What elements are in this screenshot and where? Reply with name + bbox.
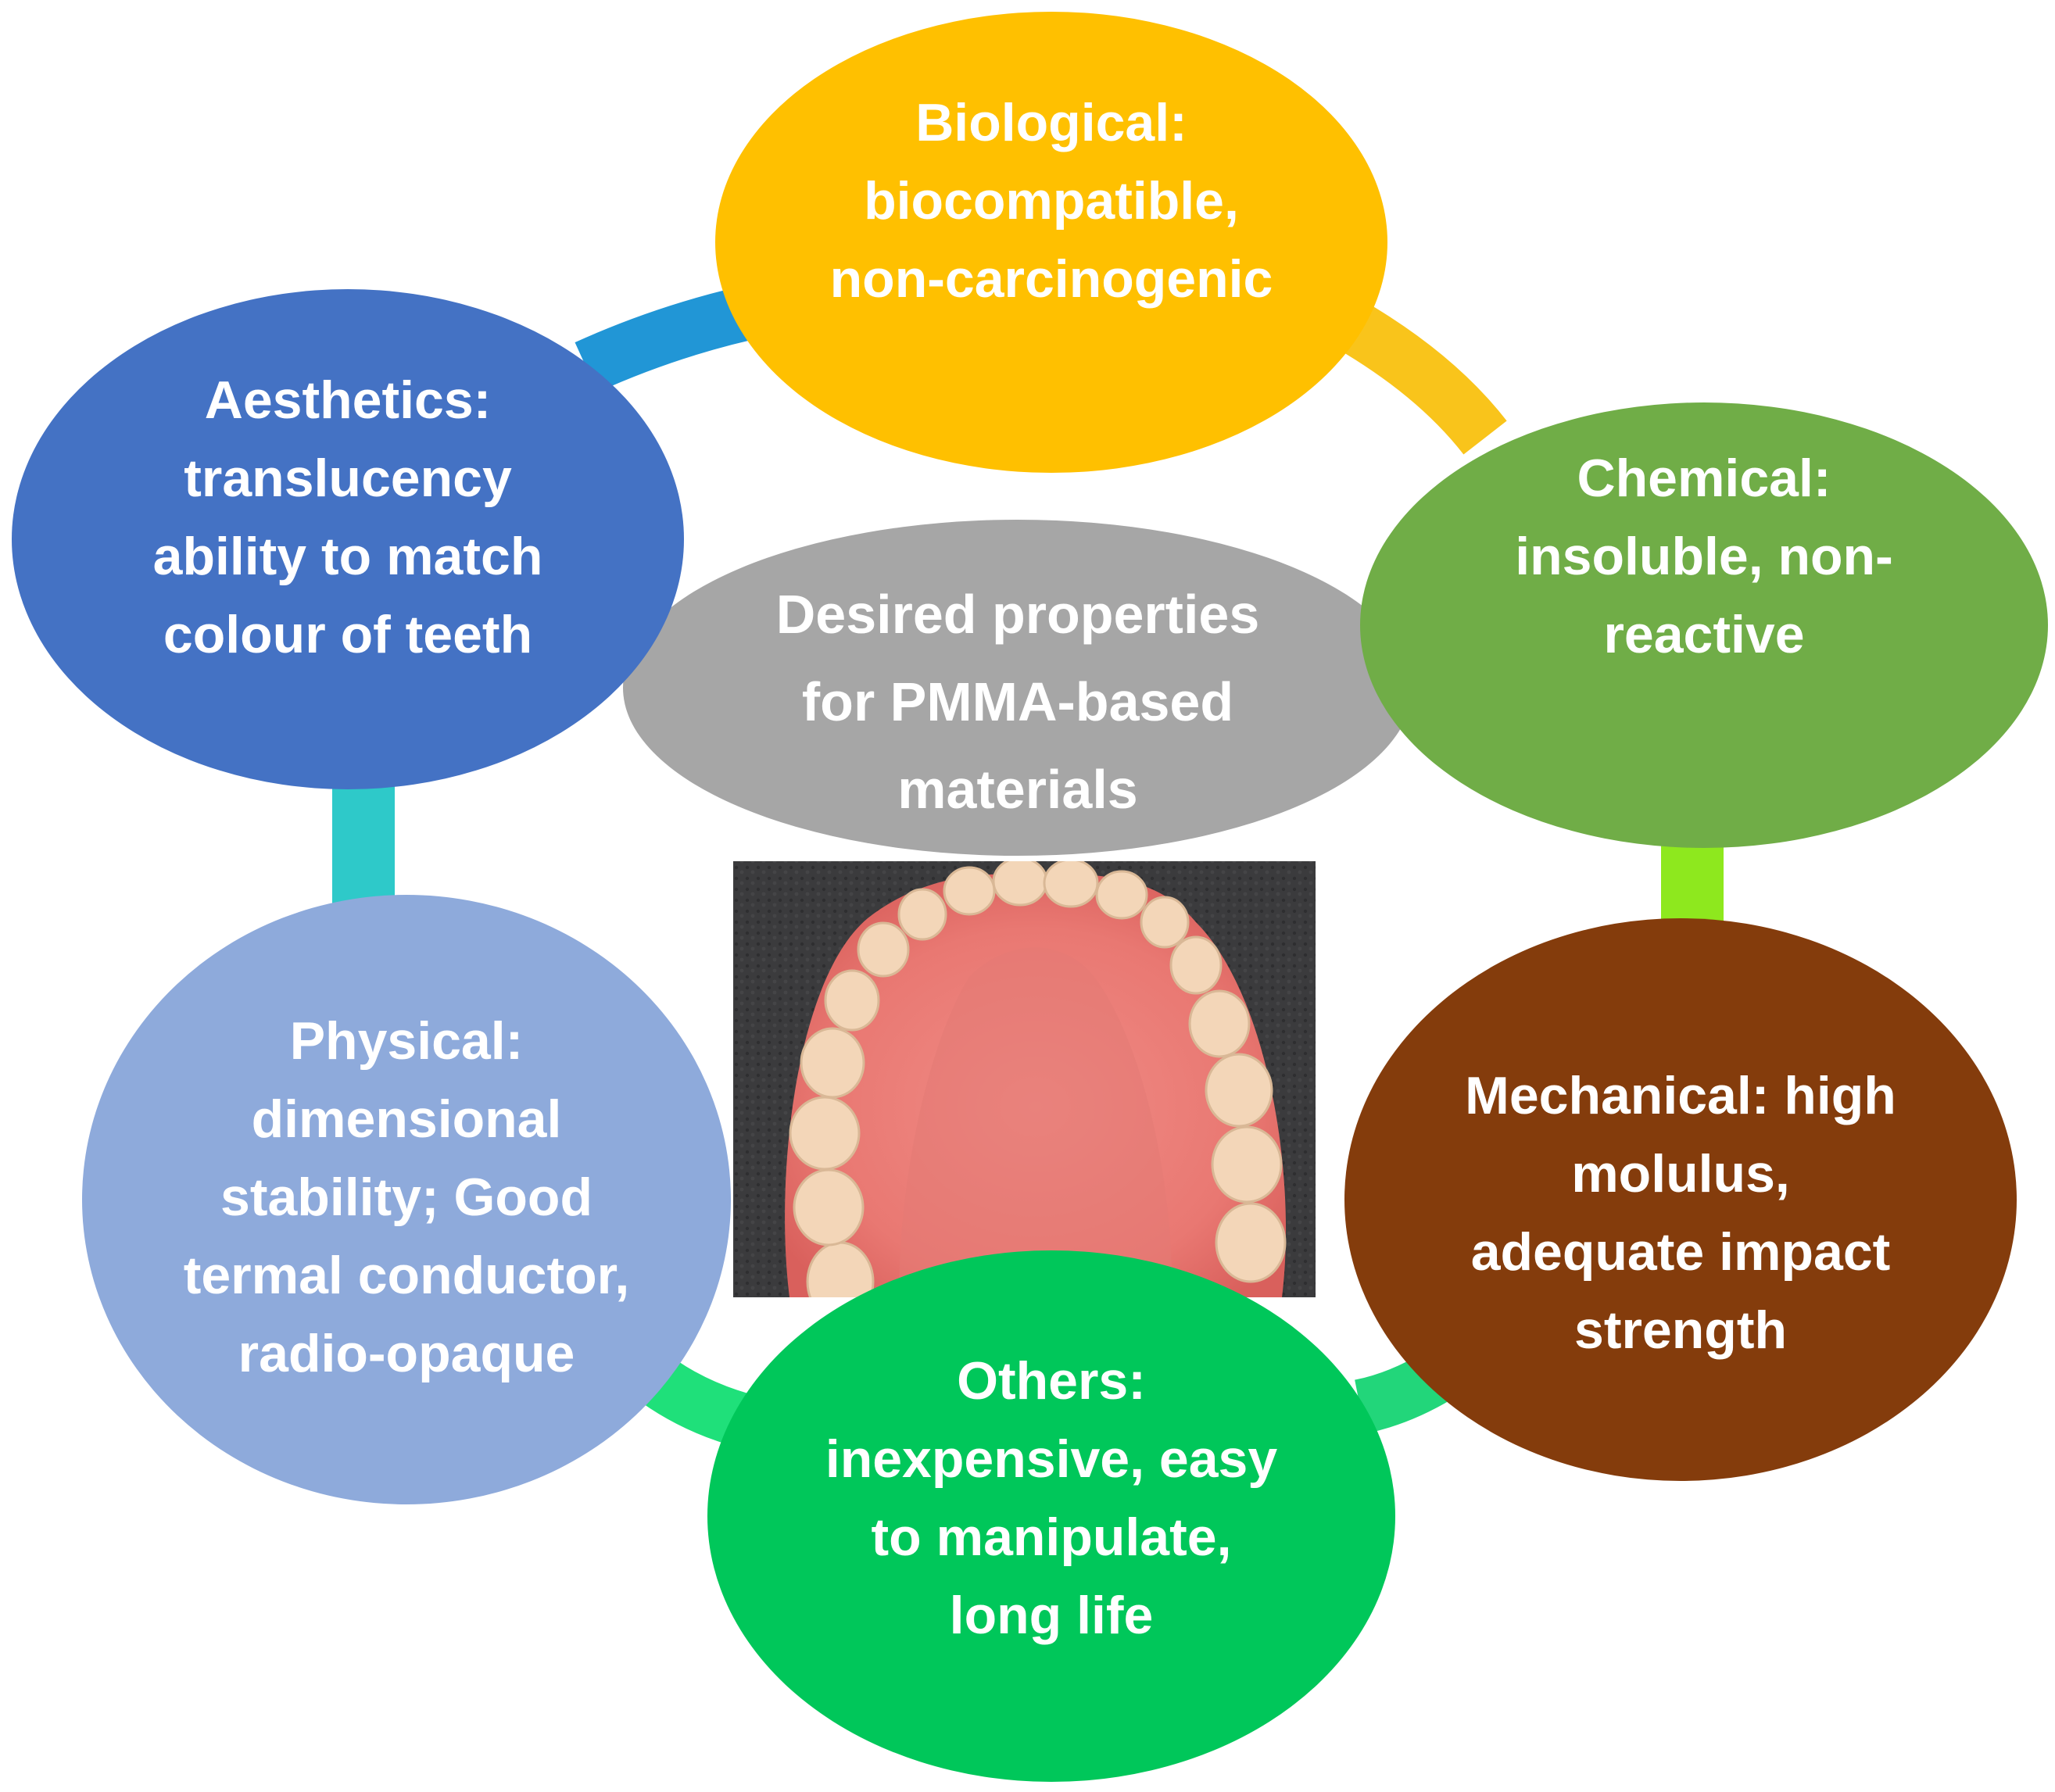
text-line: reactive [1603,605,1804,664]
text-line: Physical: [290,1011,524,1071]
node-biological: Biological: biocompatible, non-carcinogeni… [715,12,1387,473]
text-line: translucency [184,449,512,508]
text-line: molulus, [1571,1144,1790,1204]
text-line: biocompatible, [864,171,1239,231]
text-line: Biological: [915,93,1187,152]
node-ellipse-chemical [1360,402,2048,848]
node-label-others: Others: inexpensive, easy to manipulate, lo… [825,1351,1278,1645]
text-line: adequate impact [1471,1222,1891,1282]
node-aesthetics: Aesthetics: translucency ability to match c… [12,289,684,789]
text-line: colour of teeth [163,605,532,664]
node-label-physical: Physical: dimensional stability; Good terma… [184,1011,630,1383]
text-line: termal conductor, [184,1246,630,1305]
text-line: stability; Good [220,1168,593,1227]
text-line: Mechanical: high [1465,1066,1896,1125]
text-line: Aesthetics: [205,370,492,430]
center-ellipse [623,520,1412,856]
text-line: Chemical: [1577,449,1831,508]
node-mechanical: Mechanical: high molulus, adequate impact s… [1344,918,2017,1481]
text-line: strength [1574,1300,1787,1360]
text-line: Others: [957,1351,1146,1411]
text-line: inexpensive, easy [825,1429,1278,1489]
node-physical: Physical: dimensional stability; Good terma… [82,895,731,1504]
denture-photo [733,861,1316,1297]
text-line: dimensional [252,1089,562,1149]
text-line: Desired properties [776,584,1260,645]
node-ellipse-mechanical [1344,918,2017,1481]
text-line: materials [897,759,1137,820]
center-topic: Desired properties for PMMA-based material… [623,520,1412,856]
node-ellipse-others [707,1250,1395,1782]
node-others: Others: inexpensive, easy to manipulate, lo… [707,1250,1395,1782]
text-line: non-carcinogenic [830,249,1273,309]
node-ellipse-biological [715,12,1387,473]
node-label-chemical: Chemical: insoluble, non-reactive [1515,449,1893,664]
node-label-biological: Biological: biocompatible, non-carcinogeni… [830,93,1273,309]
text-line: to manipulate, [872,1508,1232,1567]
node-label-mechanical: Mechanical: high molulus, adequate impact s… [1465,1066,1896,1360]
text-line: radio-opaque [238,1324,575,1383]
center-title: Desired properties for PMMA-based material… [776,584,1260,820]
node-ellipse-aesthetics [12,289,684,789]
property-nodes: Biological: biocompatible, non-carcinogeni… [12,12,2048,1782]
denture-teeth-icon [789,861,1287,1297]
text-line: long life [950,1586,1154,1645]
node-chemical: Chemical: insoluble, non-reactive [1360,402,2048,848]
text-line: for PMMA-based [802,671,1233,732]
text-line: ability to match [153,527,543,586]
node-label-aesthetics: Aesthetics: translucency ability to match c… [153,370,543,664]
text-line: insoluble, non- [1515,527,1893,586]
node-ellipse-physical [82,895,731,1504]
